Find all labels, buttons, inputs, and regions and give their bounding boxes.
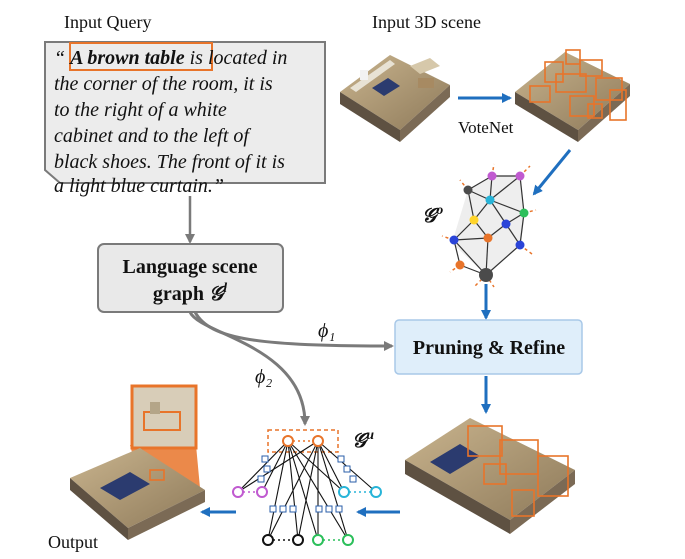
phi2-label: ϕ₂ bbox=[255, 366, 272, 388]
graph-node bbox=[282, 435, 294, 447]
graph-node bbox=[455, 260, 465, 270]
query-line4: cabinet and to the left of bbox=[54, 125, 251, 147]
matching-graph bbox=[232, 429, 382, 546]
query-line3: to the right of a white bbox=[54, 99, 227, 121]
language-graph-line2: graph bbox=[153, 283, 204, 305]
language-graph-line1: Language scene bbox=[123, 256, 258, 278]
graph-node bbox=[292, 534, 304, 546]
graph-node bbox=[479, 268, 493, 282]
query-line5: black shoes. The front of it is bbox=[54, 151, 285, 173]
graph-node bbox=[501, 219, 511, 229]
input-query-label: Input Query bbox=[64, 12, 151, 32]
query-highlight-box bbox=[69, 42, 213, 71]
graph-node bbox=[262, 534, 274, 546]
graph-node bbox=[338, 486, 350, 498]
svg-text:“ A brown table is located in: “ A brown table is located in bbox=[54, 47, 287, 69]
query-box: “ A brown table is located in the corner… bbox=[44, 41, 326, 197]
graph-node bbox=[232, 486, 244, 498]
graph-node bbox=[483, 233, 493, 243]
language-scene-graph-box: Language scene graph 𝒢l bbox=[97, 243, 284, 313]
query-highlight-text: A brown table bbox=[68, 47, 185, 69]
refined-scene-image bbox=[405, 418, 575, 534]
graph-node bbox=[449, 235, 459, 245]
object-graph bbox=[441, 163, 537, 288]
graph-node bbox=[515, 171, 525, 181]
user-graph-sup: u bbox=[366, 428, 374, 443]
language-graph-sup: l bbox=[223, 281, 227, 296]
user-graph-symbol: 𝒢 bbox=[352, 430, 370, 452]
graph-node bbox=[469, 215, 479, 225]
graph-node bbox=[485, 195, 495, 205]
object-graph-symbol: 𝒢 bbox=[422, 205, 440, 227]
graph-node bbox=[463, 185, 473, 195]
svg-text:graph 𝒢l: graph 𝒢l bbox=[153, 281, 227, 305]
output-label: Output bbox=[48, 532, 98, 552]
language-graph-symbol: 𝒢 bbox=[209, 283, 227, 305]
detected-scene-image bbox=[515, 49, 630, 142]
query-open-quote: “ bbox=[54, 47, 70, 69]
graph-node bbox=[256, 486, 268, 498]
arrow-phi1 bbox=[193, 311, 394, 351]
query-line6: a light blue curtain.” bbox=[54, 175, 224, 197]
svg-text:𝒢u: 𝒢u bbox=[352, 428, 374, 452]
query-line1: is located in bbox=[185, 47, 288, 69]
input-scene-image bbox=[340, 55, 450, 142]
pruning-refine-label: Pruning & Refine bbox=[413, 337, 565, 359]
query-line2: the corner of the room, it is bbox=[54, 73, 273, 95]
phi1-label: ϕ₁ bbox=[318, 320, 335, 342]
graph-node bbox=[370, 486, 382, 498]
graph-node bbox=[487, 171, 497, 181]
graph-node bbox=[342, 534, 354, 546]
object-graph-sup: o bbox=[436, 203, 443, 218]
svg-text:𝒢o: 𝒢o bbox=[422, 203, 443, 227]
pruning-refine-box: Pruning & Refine bbox=[394, 319, 583, 375]
arrow-votenet-to-object-graph bbox=[532, 149, 572, 196]
votenet-label: VoteNet bbox=[458, 118, 514, 137]
input-3d-scene-label: Input 3D scene bbox=[372, 12, 481, 32]
graph-node bbox=[519, 208, 529, 218]
graph-node bbox=[312, 534, 324, 546]
arrow-phi2 bbox=[188, 311, 310, 426]
graph-node bbox=[515, 240, 525, 250]
graph-node bbox=[312, 435, 324, 447]
output-scene-image bbox=[70, 448, 205, 540]
